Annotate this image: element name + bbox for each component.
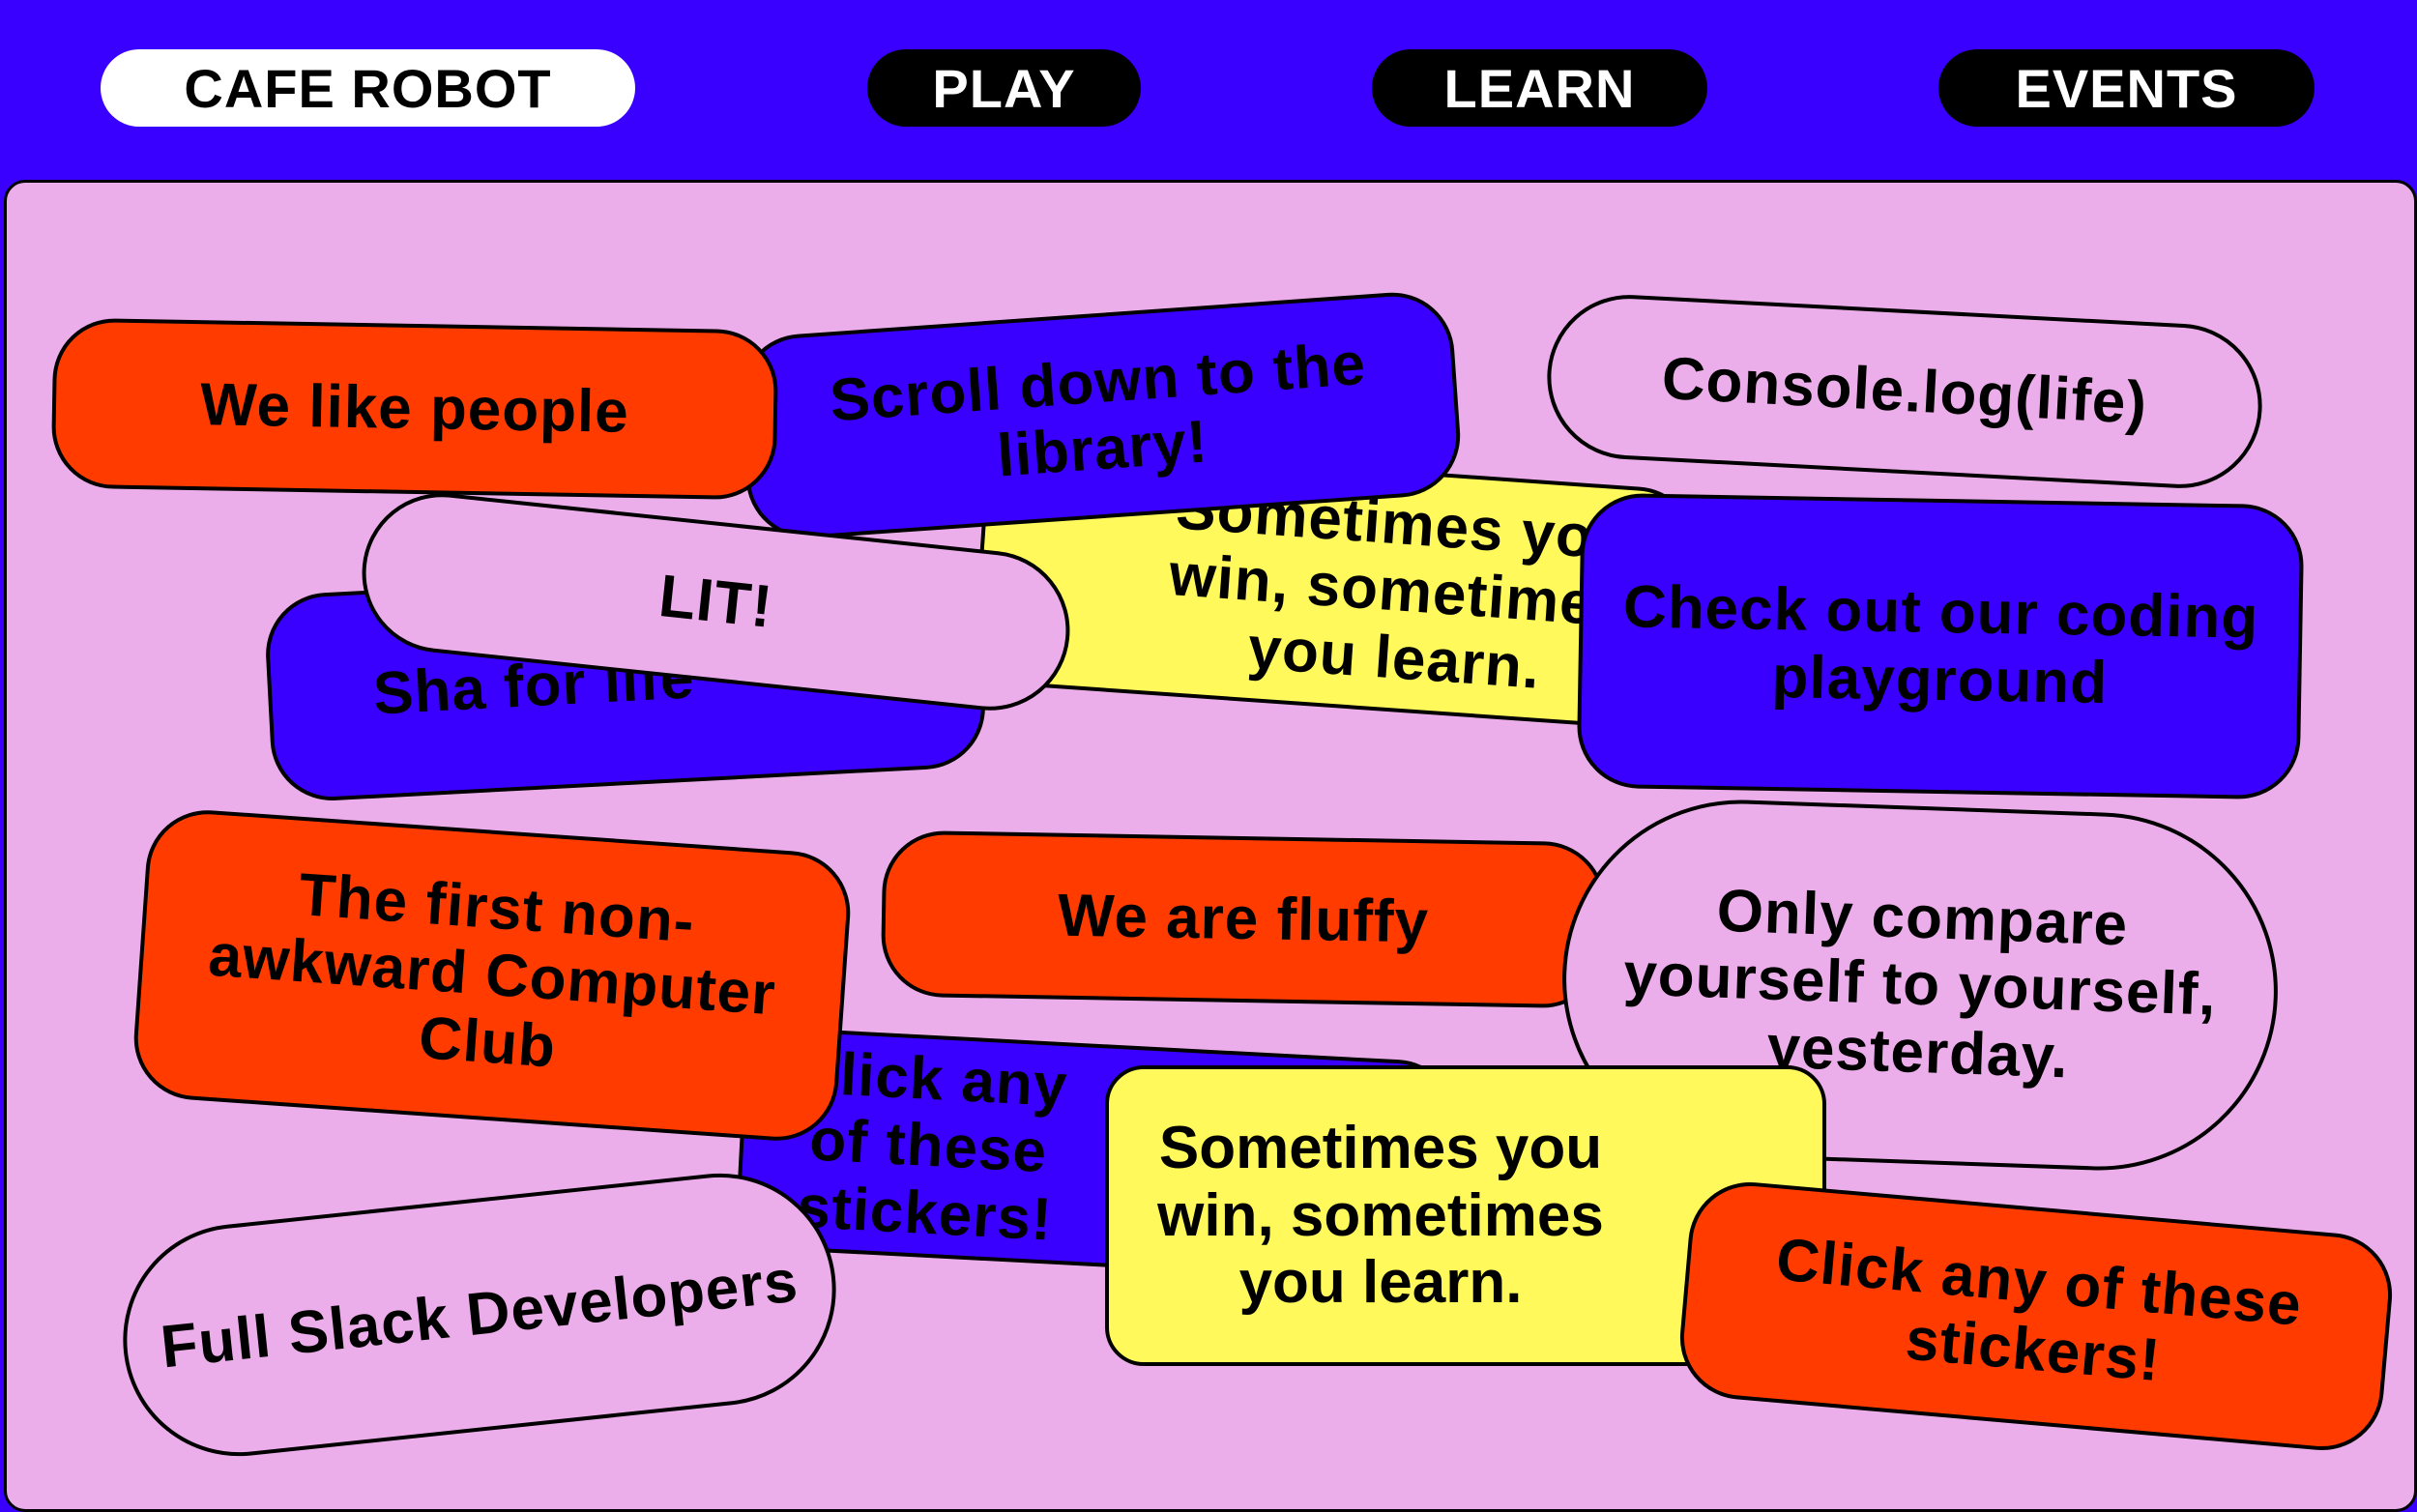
sticker-first-club[interactable]: The first non-awkward Computer Club (130, 805, 855, 1146)
nav-learn[interactable]: LEARN (1372, 49, 1707, 127)
sticker-fluffy[interactable]: We are fluffy (880, 829, 1607, 1009)
sticker-board: Sometimes you win, sometimes you learn. … (4, 180, 2417, 1512)
sticker-click-front[interactable]: Click any of these stickers! (1674, 1177, 2398, 1456)
sticker-we-like-people[interactable]: We like people (50, 317, 779, 501)
brand-logo-button[interactable]: CAFE ROBOT (101, 49, 635, 127)
sticker-coding-playground[interactable]: Check out our coding playground (1576, 492, 2305, 800)
nav-events[interactable]: EVENTS (1938, 49, 2315, 127)
sticker-slack[interactable]: Full Slack Developers (111, 1161, 848, 1468)
sticker-console-log[interactable]: Console.log(life) (1543, 290, 2266, 493)
nav-play[interactable]: PLAY (867, 49, 1141, 127)
